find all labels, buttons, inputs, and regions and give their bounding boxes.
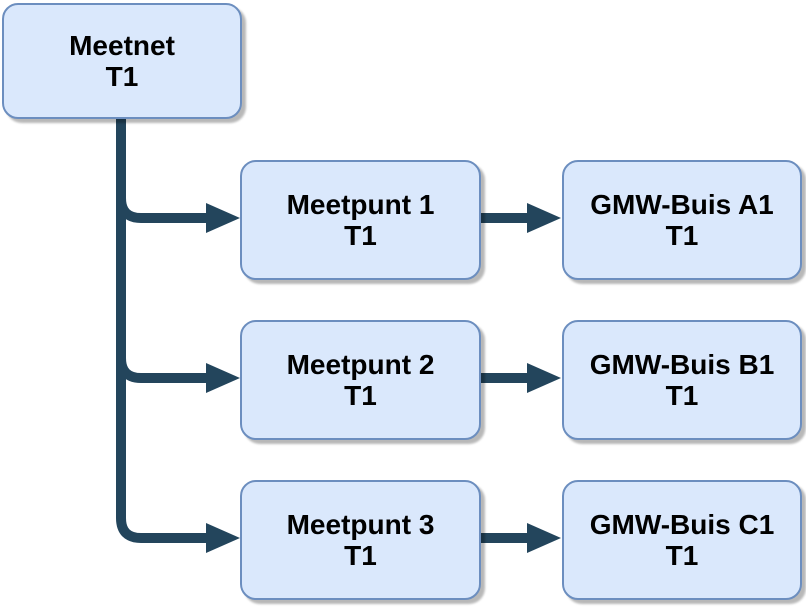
connector-meetpunt-2-to-gmw-b1 [481, 363, 561, 393]
node-gmw-buis-b1-sublabel: T1 [665, 380, 699, 411]
arrowhead-meetpunt-1 [206, 203, 240, 233]
node-meetnet-label: Meetnet [69, 30, 175, 61]
connector-meetpunt-3-to-gmw-c1 [481, 523, 561, 553]
node-meetpunt-1-sublabel: T1 [344, 220, 377, 251]
node-gmw-buis-b1[interactable]: GMW-Buis B1 T1 [562, 320, 802, 440]
connector-meetpunt-1-to-gmw-a1 [481, 203, 561, 233]
node-gmw-buis-c1-sublabel: T1 [665, 540, 699, 571]
node-meetnet[interactable]: Meetnet T1 [2, 3, 242, 119]
node-meetpunt-2[interactable]: Meetpunt 2 T1 [240, 320, 481, 440]
node-meetpunt-3[interactable]: Meetpunt 3 T1 [240, 480, 481, 600]
node-meetpunt-1[interactable]: Meetpunt 1 T1 [240, 160, 481, 280]
node-meetpunt-3-label: Meetpunt 3 [286, 509, 435, 540]
connector-meetnet-to-meetpunt-3 [116, 119, 240, 553]
connector-meetnet-to-meetpunt-1 [116, 119, 240, 233]
arrowhead-meetpunt-2 [206, 363, 240, 393]
node-meetpunt-1-label: Meetpunt 1 [286, 189, 435, 220]
node-gmw-buis-a1-label: GMW-Buis A1 [590, 189, 774, 220]
arrowhead-gmw-a1 [527, 203, 561, 233]
node-meetpunt-2-sublabel: T1 [344, 380, 377, 411]
arrowhead-meetpunt-3 [206, 523, 240, 553]
arrowhead-gmw-c1 [527, 523, 561, 553]
arrowhead-gmw-b1 [527, 363, 561, 393]
node-gmw-buis-c1-label: GMW-Buis C1 [589, 509, 775, 540]
connector-meetnet-to-meetpunt-2 [116, 119, 240, 393]
node-gmw-buis-c1[interactable]: GMW-Buis C1 T1 [562, 480, 802, 600]
node-meetpunt-3-sublabel: T1 [344, 540, 377, 571]
node-gmw-buis-a1[interactable]: GMW-Buis A1 T1 [562, 160, 802, 280]
node-meetnet-sublabel: T1 [105, 61, 139, 92]
node-gmw-buis-b1-label: GMW-Buis B1 [589, 349, 775, 380]
node-gmw-buis-a1-sublabel: T1 [665, 220, 699, 251]
node-meetpunt-2-label: Meetpunt 2 [286, 349, 435, 380]
